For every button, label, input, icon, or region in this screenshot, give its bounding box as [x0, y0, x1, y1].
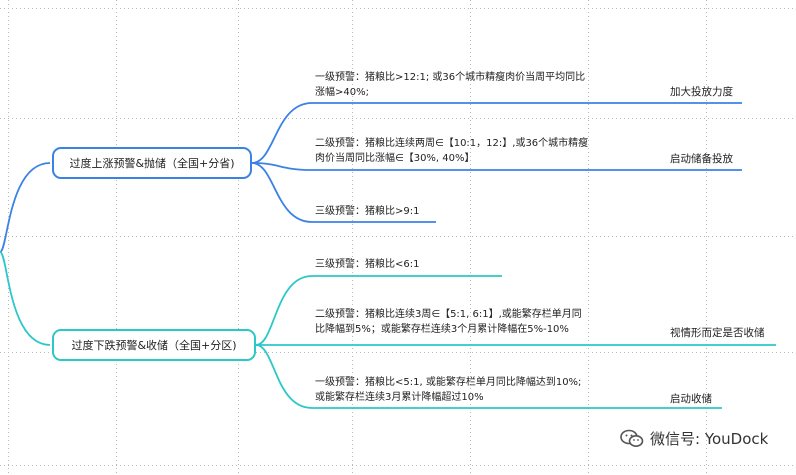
- up-level2-text: 二级预警：猪粮比连续两周∈【10:1，12:】,或36个城市精瘦 肉价当周同比涨…: [315, 136, 588, 166]
- down-level1-line1: 一级预警：猪粮比<5:1, 或能繁存栏单月同比降幅达到10%;: [315, 377, 582, 388]
- down-level2-line1: 二级预警：猪粮比连续3周∈【5:1, 6:1】,或能繁存栏单月同: [315, 309, 582, 320]
- up-warning-node[interactable]: 过度上涨预警&抛储（全国+分省): [52, 147, 252, 179]
- down-level1-text: 一级预警：猪粮比<5:1, 或能繁存栏单月同比降幅达到10%; 或能繁存栏连续3…: [315, 375, 581, 405]
- down-level2-text: 二级预警：猪粮比连续3周∈【5:1, 6:1】,或能繁存栏单月同 比降幅到5%；…: [315, 307, 582, 337]
- down-level1-line2: 或能繁存栏连续3月累计降幅超过10%: [315, 392, 484, 403]
- up-level1-text: 一级预警：猪粮比>12:1; 或36个城市精瘦肉价当周平均同比 涨幅>40%;: [315, 70, 585, 100]
- up-level3-text: 三级预警：猪粮比>9:1: [315, 204, 419, 219]
- up-warning-label: 过度上涨预警&抛储（全国+分省): [69, 157, 235, 170]
- up-level2-line1: 二级预警：猪粮比连续两周∈【10:1，12:】,或36个城市精瘦: [315, 138, 589, 149]
- up-level1-line1: 一级预警：猪粮比>12:1; 或36个城市精瘦肉价当周平均同比: [315, 72, 586, 83]
- up-level2-action: 启动储备投放: [670, 153, 733, 165]
- watermark-text: 微信号: YouDock: [650, 430, 769, 448]
- down-warning-node[interactable]: 过度下跌预警&收储（全国+分区): [52, 329, 256, 361]
- up-level3-line1: 三级预警：猪粮比>9:1: [315, 206, 420, 217]
- down-level1-action: 启动收储: [670, 393, 712, 405]
- down-level3-text: 三级预警：猪粮比<6:1: [315, 257, 419, 272]
- down-level2-action: 视情形而定是否收储: [670, 327, 765, 339]
- down-warning-label: 过度下跌预警&收储（全国+分区): [71, 339, 237, 352]
- up-level2-line2: 肉价当周同比涨幅∈【30%, 40%】: [315, 153, 475, 164]
- down-level2-line2: 比降幅到5%；或能繁存栏连续3个月累计降幅在5%-10%: [315, 324, 569, 335]
- wechat-icon: [620, 429, 644, 449]
- up-level1-action: 加大投放力度: [670, 86, 733, 98]
- up-level1-line2: 涨幅>40%;: [315, 87, 369, 98]
- watermark: 微信号: YouDock: [620, 428, 768, 449]
- down-level3-line1: 三级预警：猪粮比<6:1: [315, 259, 420, 270]
